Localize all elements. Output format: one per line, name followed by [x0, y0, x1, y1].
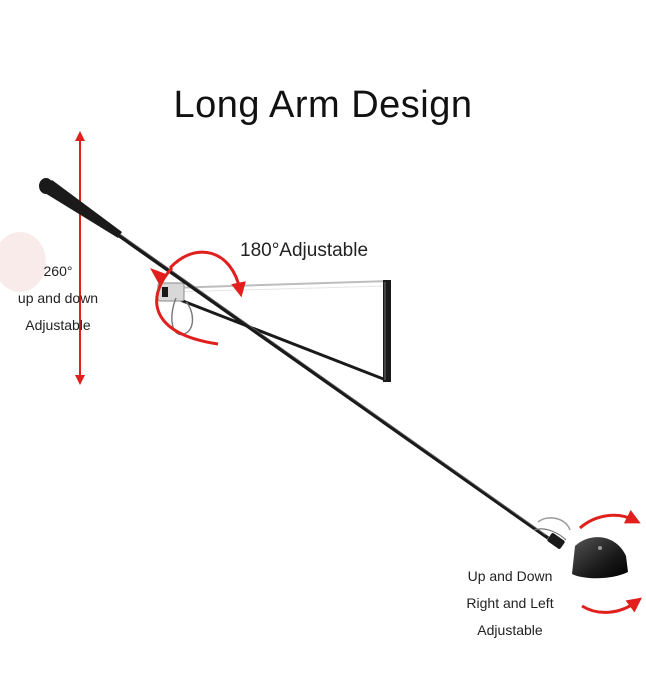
vertical-rotation-note: Adjustable — [25, 317, 91, 333]
lamp-arm — [39, 178, 550, 540]
rotate-arrow-icon — [150, 250, 246, 346]
head-rotate-arrows — [579, 509, 643, 614]
page-title: Long Arm Design — [173, 84, 473, 126]
head-rotation-line3: Adjustable — [477, 622, 543, 638]
lamp-icon — [533, 517, 628, 579]
vertical-rotation-direction: up and down — [17, 290, 99, 306]
head-rotation-label: Up and Down Right and Left Adjustable — [450, 563, 570, 644]
head-rotation-line1: Up and Down — [467, 568, 553, 584]
vertical-rotation-label: 260° up and down Adjustable — [8, 258, 108, 339]
head-rotation-line2: Right and Left — [466, 595, 554, 611]
wall-bracket — [157, 280, 391, 382]
pivot-rotation-label: 180°Adjustable — [240, 240, 369, 261]
vertical-rotation-degrees: 260° — [43, 263, 73, 279]
glow-spot — [0, 232, 46, 292]
